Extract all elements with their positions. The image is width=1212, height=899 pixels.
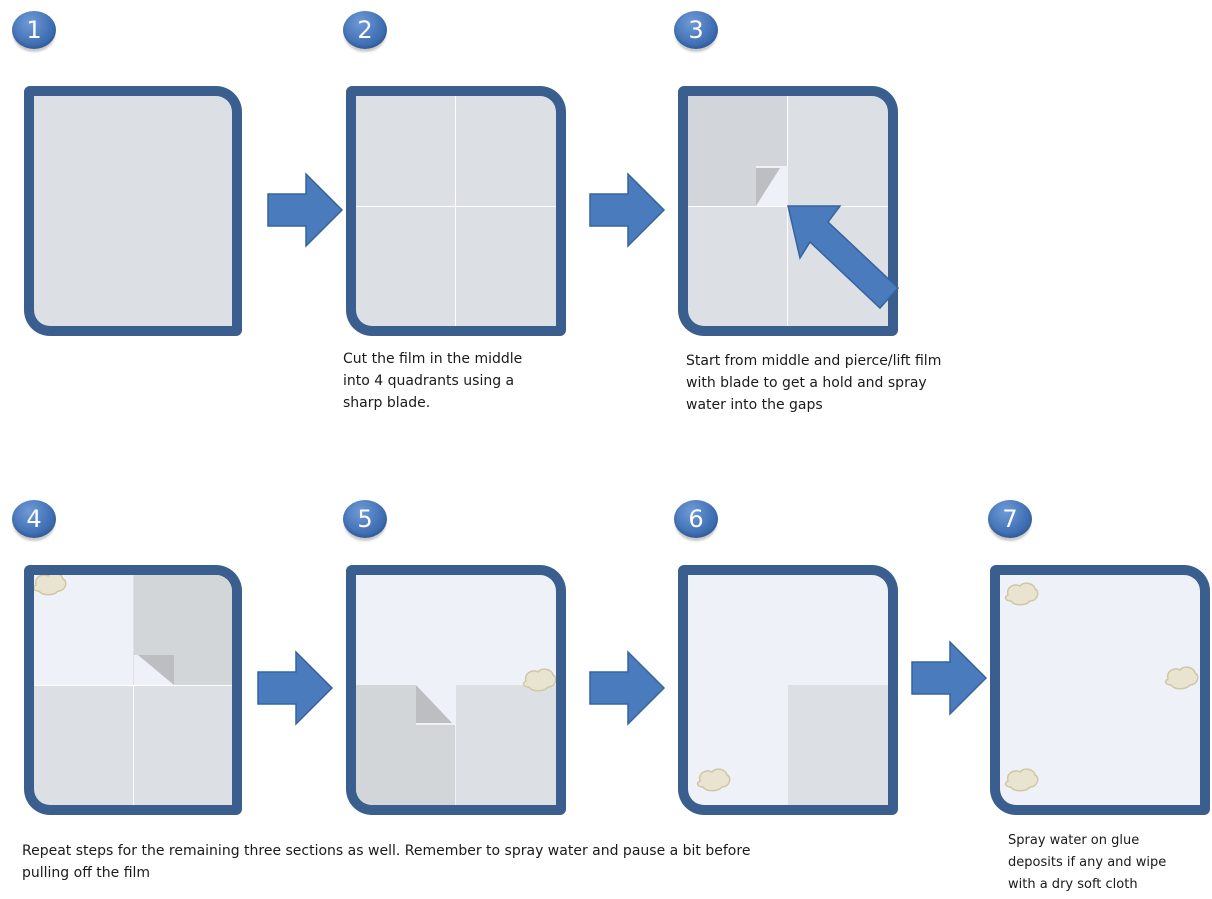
remaining-quadrant: [788, 685, 888, 815]
caption-line: with blade to get a hold and spray: [686, 372, 941, 394]
peeled-corner: [34, 575, 234, 805]
cut-line-vertical: [455, 96, 456, 326]
step-2-panel: [346, 86, 566, 336]
step-1-panel: [24, 86, 242, 336]
step-6-badge: 6: [674, 500, 718, 538]
next-step-arrow-4-5: [256, 650, 336, 730]
caption-line: with a dry soft cloth: [1008, 874, 1166, 896]
glue-deposit-icon: [1002, 579, 1042, 609]
step-6-panel: [678, 565, 898, 815]
step-4-badge: 4: [12, 500, 56, 538]
steps-4-6-caption: Repeat steps for the remaining three sec…: [22, 840, 750, 884]
step-7-caption: Spray water on glue deposits if any and …: [1008, 830, 1166, 896]
caption-line: Cut the film in the middle: [343, 348, 522, 370]
step-2-caption: Cut the film in the middle into 4 quadra…: [343, 348, 522, 414]
caption-line: into 4 quadrants using a: [343, 370, 522, 392]
glue-deposit-icon: [1002, 765, 1042, 795]
caption-line: water into the gaps: [686, 394, 941, 416]
glue-deposit-icon: [694, 765, 734, 795]
next-step-arrow-1-2: [266, 172, 346, 252]
caption-line: Repeat steps for the remaining three sec…: [22, 840, 750, 862]
lift-direction-arrow: [786, 200, 916, 320]
step-5-panel: [346, 565, 566, 815]
step-3-caption: Start from middle and pierce/lift film w…: [686, 350, 941, 416]
caption-line: pulling off the film: [22, 862, 750, 884]
glue-deposit-icon: [30, 569, 70, 599]
step-3-badge: 3: [674, 11, 718, 49]
cut-line-horizontal: [356, 206, 556, 207]
step-4-panel: [24, 565, 242, 815]
next-step-arrow-5-6: [588, 650, 668, 730]
caption-line: Start from middle and pierce/lift film: [686, 350, 941, 372]
caption-line: sharp blade.: [343, 392, 522, 414]
glue-deposit-icon: [520, 665, 560, 695]
step-5-badge: 5: [343, 500, 387, 538]
glue-deposit-icon: [1162, 663, 1202, 693]
step-7-panel: [990, 565, 1210, 815]
next-step-arrow-2-3: [588, 172, 668, 252]
step-1-badge: 1: [12, 11, 56, 49]
step-2-badge: 2: [343, 11, 387, 49]
step-7-badge: 7: [988, 500, 1032, 538]
caption-line: deposits if any and wipe: [1008, 852, 1166, 874]
caption-line: Spray water on glue: [1008, 830, 1166, 852]
next-step-arrow-6-7: [910, 640, 990, 720]
